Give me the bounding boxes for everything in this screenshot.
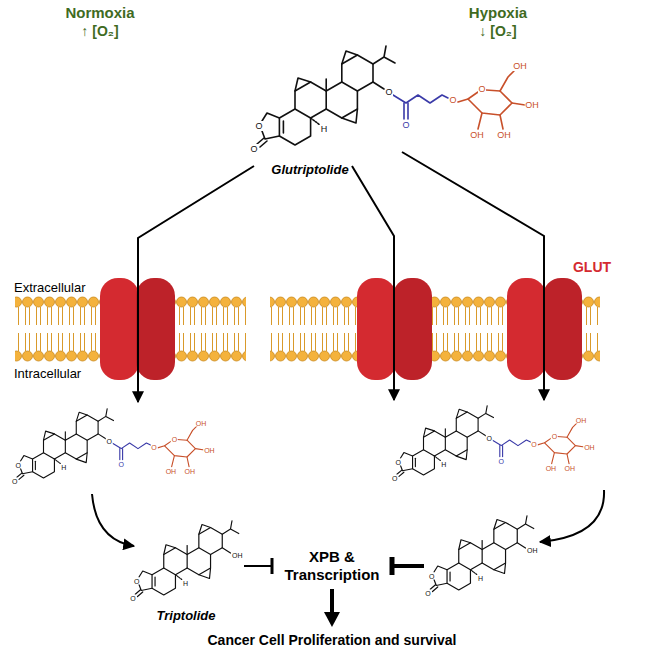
atom-label: OH (232, 552, 244, 559)
triptolide-node: Triptolide (130, 518, 242, 626)
atom-label: O (429, 572, 435, 579)
atom-label: OH (575, 416, 587, 423)
atom-label: OH (204, 447, 216, 454)
annotation-label: GLUT (573, 259, 611, 275)
inhibition-stem (392, 564, 424, 568)
triptolide-molecule (135, 521, 239, 597)
uptake-arrow (92, 152, 604, 546)
atom-label: O (449, 95, 457, 105)
annotation-label: Normoxia (65, 4, 134, 21)
atom-label: O (250, 144, 258, 154)
atom-label: H (441, 460, 447, 467)
glutriptolide-molecule (17, 409, 205, 480)
inhibition-bar (271, 558, 274, 574)
atom-label: O (106, 437, 112, 444)
inhibition-bar (390, 557, 395, 575)
node-text: Triptolide (134, 608, 238, 624)
annotation-label: Intracellular (14, 366, 81, 381)
atom-label: H (182, 580, 188, 587)
atom-label: O (130, 595, 136, 602)
outcome-label: Cancer Cell Proliferation and survival (204, 630, 461, 651)
atom-label: H (61, 463, 67, 470)
annotation-label: Extracellular (14, 280, 86, 295)
atom-label: OH (470, 130, 485, 140)
molecule-label: Glutriptolide (267, 160, 352, 180)
atom-label: OH (513, 61, 528, 71)
atom-label: O (392, 474, 398, 481)
atom-label: O (531, 440, 537, 447)
triptolide-molecule (430, 516, 534, 592)
atom-label: OH (584, 444, 596, 451)
atom-label: O (385, 87, 393, 97)
atom-label: O (12, 477, 18, 484)
target-label: XPB & Transcription (276, 546, 388, 586)
glutriptolide-molecule (257, 46, 525, 147)
node-text: Glutriptolide (271, 162, 348, 178)
atom-label: O (255, 121, 263, 131)
atom-label: OH (545, 465, 557, 472)
annotation-label: ↓ [O₂] (479, 23, 516, 39)
atom-label: OH (195, 419, 207, 426)
atom-label: O (15, 461, 21, 468)
atom-label: OH (525, 100, 540, 110)
arrow-head (324, 612, 340, 627)
atom-label: OH (184, 468, 196, 475)
inhibition-connector (244, 558, 272, 574)
annotation-label: Hypoxia (469, 4, 527, 21)
atom-label: OH (497, 130, 512, 140)
arrow-connector (324, 589, 340, 627)
atom-label: OH (527, 547, 539, 554)
annotation-label: ↑ [O₂] (81, 23, 118, 39)
atom-label: H (320, 124, 328, 134)
node-text: XPB & Transcription (280, 548, 384, 584)
connector-line (244, 565, 272, 567)
atom-label: O (478, 84, 486, 94)
atom-label: O (134, 577, 140, 584)
atom-label: O (395, 458, 401, 465)
atom-label: H (477, 575, 483, 582)
atom-label: O (551, 432, 557, 439)
glutriptolide-molecule (397, 406, 585, 477)
atom-label: O (425, 590, 431, 597)
atom-label: O (402, 120, 410, 130)
atom-label: OH (564, 465, 576, 472)
node-text: Cancer Cell Proliferation and survival (208, 632, 457, 649)
atom-label: O (486, 434, 492, 441)
atom-label: OH (165, 468, 177, 475)
atom-label: O (118, 461, 124, 468)
atom-label: O (171, 435, 177, 442)
inhibition-line (392, 557, 424, 575)
atom-label: O (151, 443, 157, 450)
atom-label: O (498, 458, 504, 465)
